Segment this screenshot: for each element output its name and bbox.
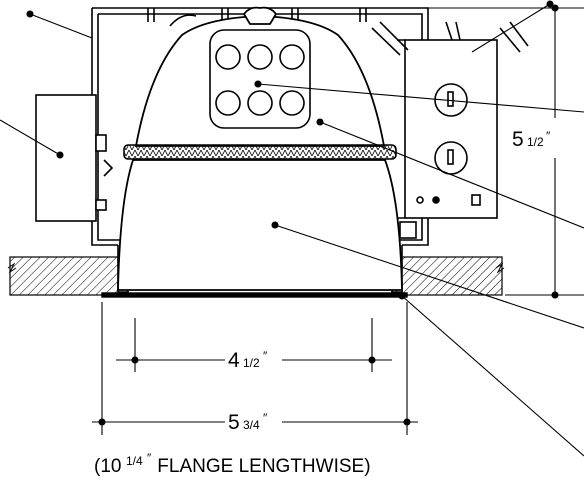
- junction-box: [371, 21, 529, 239]
- height-fraction: 1/2: [527, 135, 544, 149]
- flange-dimension: [92, 302, 418, 435]
- trim-flange: [101, 292, 408, 298]
- aperture-dimension-label: 4 1/2 ″: [228, 349, 268, 372]
- flange-fraction: 3/4: [243, 418, 260, 432]
- height-dimension: [428, 4, 584, 299]
- aperture-fraction: 1/2: [243, 356, 260, 370]
- leader-lines: [0, 0, 584, 457]
- aperture-whole: 4: [228, 349, 240, 372]
- note-rest: FLANGE LENGTHWISE): [152, 456, 371, 477]
- height-whole: 5: [512, 128, 524, 151]
- note-fraction: 1/4: [126, 454, 143, 468]
- aperture-dimension: [116, 318, 392, 372]
- flange-note: (10 1/4 ″ FLANGE LENGTHWISE): [94, 451, 371, 477]
- ceiling-right: [391, 256, 505, 296]
- ceiling-left: [7, 256, 119, 296]
- terminal-block: [209, 29, 311, 129]
- note-inch-mark: ″: [147, 451, 152, 465]
- reflector-cone: [117, 159, 403, 291]
- serrated-ring: [123, 144, 397, 160]
- aperture-inch-mark: ″: [263, 349, 268, 363]
- flange-dimension-label: 5 3/4 ″: [228, 411, 268, 434]
- note-open: (10: [94, 456, 121, 477]
- side-mounting-box: [35, 94, 114, 222]
- height-inch-mark: ″: [546, 129, 551, 143]
- flange-whole: 5: [228, 411, 240, 434]
- height-dimension-label: 5 1/2 ″: [512, 128, 551, 151]
- flange-inch-mark: ″: [263, 411, 268, 425]
